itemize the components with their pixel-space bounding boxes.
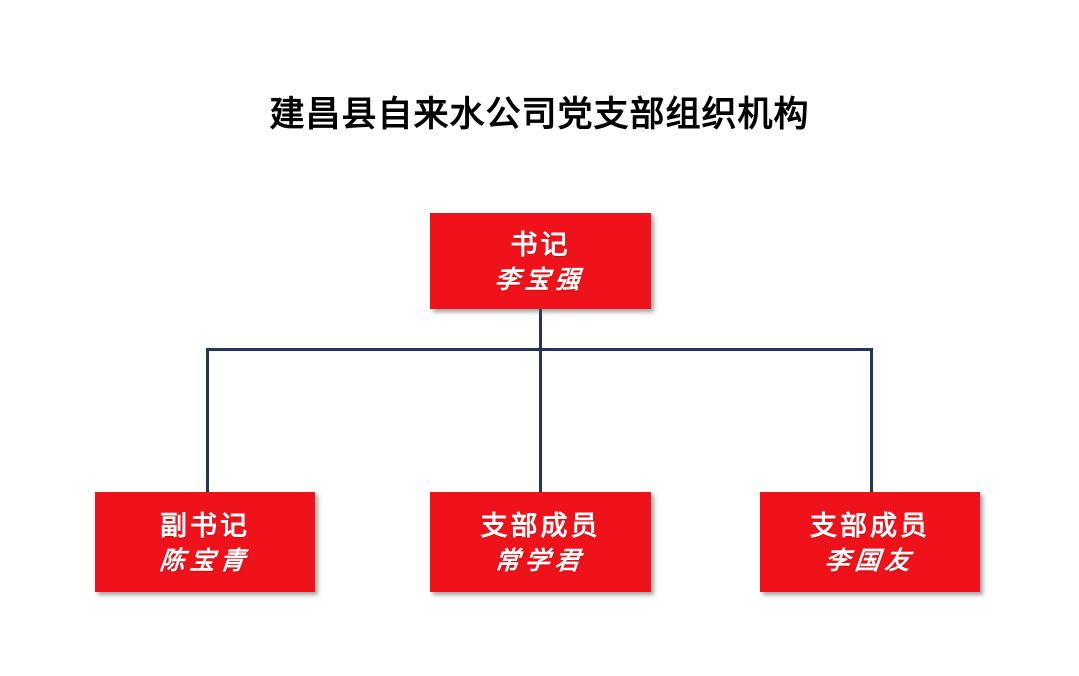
page-title: 建昌县自来水公司党支部组织机构 bbox=[269, 95, 810, 134]
org-node-name: 陈宝青 bbox=[158, 545, 252, 575]
org-node-role: 副书记 bbox=[160, 510, 250, 541]
org-node-name: 李宝强 bbox=[494, 264, 588, 294]
connector-drop-right bbox=[870, 348, 873, 494]
org-node-secretary[interactable]: 书记 李宝强 bbox=[430, 213, 651, 309]
connector-drop-left bbox=[206, 348, 209, 494]
org-node-branch-member-2[interactable]: 支部成员 李国友 bbox=[760, 492, 980, 592]
org-node-name: 李国友 bbox=[823, 545, 917, 575]
org-node-role: 支部成员 bbox=[810, 510, 930, 541]
connector-trunk-vertical bbox=[539, 309, 542, 351]
connector-drop-middle bbox=[539, 348, 542, 494]
org-node-deputy-secretary[interactable]: 副书记 陈宝青 bbox=[95, 492, 315, 592]
org-node-name: 常学君 bbox=[494, 545, 588, 575]
org-node-role: 书记 bbox=[510, 229, 571, 260]
org-node-branch-member-1[interactable]: 支部成员 常学君 bbox=[430, 492, 651, 592]
org-node-role: 支部成员 bbox=[480, 510, 601, 541]
